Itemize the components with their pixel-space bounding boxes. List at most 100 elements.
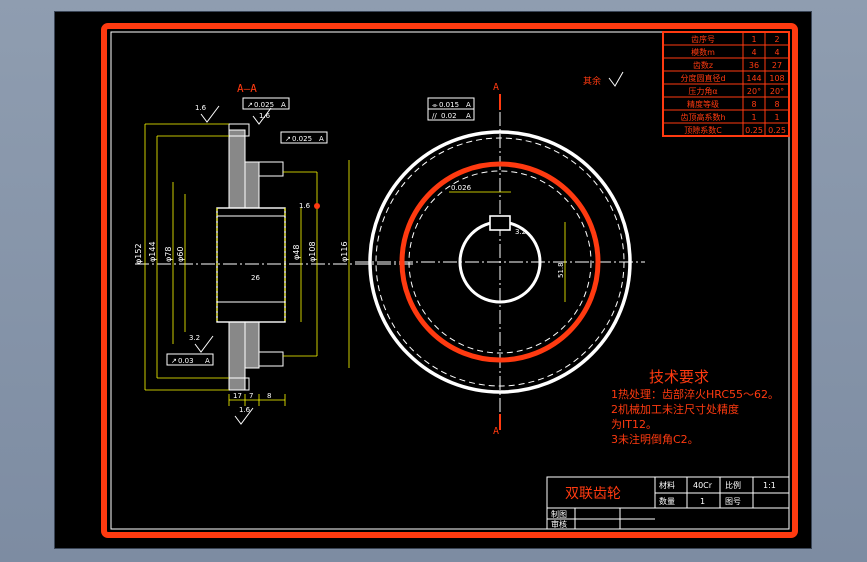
drawn-by-label: 制图: [551, 509, 567, 519]
gear-table-value-1: 0.25: [745, 126, 763, 135]
tech-req-title: 技术要求: [649, 368, 709, 386]
svg-text:0.015: 0.015: [439, 101, 459, 109]
gear1-upper-tooth: [228, 123, 250, 137]
gear-table-param: 齿序号: [691, 34, 715, 44]
left-dimensions: [144, 123, 229, 391]
svg-text:↗: ↗: [285, 135, 291, 143]
tol-symmetry: 0.026: [451, 184, 472, 192]
material-label: 材料: [659, 480, 675, 490]
gear-table-param: 顶隙系数C: [684, 125, 722, 135]
bore-outline: [216, 207, 286, 323]
section-view-a-a: A–A: [134, 82, 415, 425]
quantity-value: 1: [700, 497, 705, 506]
gear-table-value-2: 1: [774, 113, 779, 122]
roughness-mark-1: 1.6: [195, 104, 220, 123]
tech-req-item-1: 1热处理：齿部淬火HRC55～62。: [611, 387, 779, 401]
svg-text:A: A: [281, 101, 286, 109]
keyway: [489, 215, 511, 231]
dim-od2: φ116: [340, 241, 349, 262]
gear-table-value-2: 4: [774, 48, 779, 57]
gear-table-value-1: 4: [751, 48, 756, 57]
gear-table-value-1: 8: [751, 100, 756, 109]
gear-table-value-2: 27: [772, 61, 782, 70]
right-dimensions: [283, 160, 350, 368]
svg-text:3.2: 3.2: [189, 334, 200, 342]
gear-table-param: 齿顶高系数h: [680, 112, 725, 122]
svg-text:0.03: 0.03: [178, 357, 194, 365]
gear-table-param: 齿数z: [693, 60, 713, 70]
bottom-dimensions: [228, 394, 286, 406]
gear-table-value-1: 36: [749, 61, 759, 70]
dim-keyway: 51.8: [557, 262, 565, 278]
svg-text:⌯: ⌯: [432, 101, 438, 109]
gear-table-value-1: 144: [746, 74, 761, 83]
dim-b3: 8: [267, 392, 271, 400]
svg-text:0.025: 0.025: [254, 101, 274, 109]
gear-table-param: 精度等级: [687, 99, 719, 109]
title-block: 双联齿轮 材料 40Cr 比例 1:1 数量 1 图号 制图 审核: [546, 476, 790, 530]
gear1-upper-section: [228, 129, 246, 209]
dim-b4: 26: [251, 274, 260, 282]
roughness-mark-3: 1.6: [299, 202, 320, 210]
gear-table-param: 压力角α: [688, 86, 717, 96]
svg-text:↗: ↗: [247, 101, 253, 109]
svg-text:其余: 其余: [583, 75, 601, 87]
dim-bore: φ48: [292, 245, 301, 260]
gear1-lower-section: [228, 321, 246, 391]
dim-d3: φ60: [176, 247, 185, 262]
quantity-label: 数量: [659, 496, 675, 506]
tol-frame-5: // 0.02 A: [427, 108, 475, 121]
inner-frame: [110, 31, 790, 530]
svg-text:A: A: [319, 135, 324, 143]
svg-text:A: A: [205, 357, 210, 365]
tol-frame-3: ↗ 0.03 A: [166, 353, 214, 366]
rough-keyway: 3.2: [515, 228, 526, 236]
gear-table-value-1: 1: [751, 35, 756, 44]
svg-text:0.02: 0.02: [441, 112, 457, 120]
svg-text:↗: ↗: [171, 357, 177, 365]
roughness-mark-4: 1.6: [234, 406, 254, 425]
svg-text:0.025: 0.025: [292, 135, 312, 143]
svg-text://: //: [432, 112, 437, 120]
root-circle-gear2: [408, 170, 592, 354]
gear-table-param: 模数m: [691, 47, 715, 57]
tol-frame-4: ⌯ 0.015 A: [427, 97, 475, 110]
cut-mark-bottom: A: [493, 426, 499, 437]
material-value: 40Cr: [693, 481, 713, 490]
svg-text:1.6: 1.6: [239, 406, 251, 414]
scale-value: 1:1: [763, 481, 776, 490]
tol-frame-1: ↗ 0.025 A: [242, 97, 290, 110]
gear-table-value-1: 20°: [747, 87, 761, 96]
drawing-no-label: 图号: [725, 497, 741, 506]
dim-b2: 7: [249, 392, 253, 400]
svg-text:1.6: 1.6: [195, 104, 207, 112]
dim-b1: 17: [233, 392, 242, 400]
gear2-upper-tooth: [258, 161, 284, 177]
dim-d2: φ78: [164, 247, 173, 262]
tech-req-item-3: 为IT12。: [611, 418, 657, 431]
section-label: A–A: [237, 82, 257, 95]
gear-table-param: 分度圆直径d: [680, 73, 725, 83]
tol-frame-2: ↗ 0.025 A: [280, 131, 328, 144]
svg-text:A: A: [466, 101, 471, 109]
roughness-other: 其余: [583, 71, 624, 87]
root-circle-gear1: [375, 137, 625, 387]
tech-req-item-4: 3未注明倒角C2。: [611, 432, 699, 446]
dim-od1: φ152: [134, 243, 143, 264]
gear-table-value-2: 108: [769, 74, 784, 83]
dim-d4: φ108: [308, 241, 317, 262]
gear-table-value-2: 2: [774, 35, 779, 44]
gear2-lower-tooth: [258, 351, 284, 367]
svg-text:A: A: [466, 112, 471, 120]
roughness-mark-2: 1.6: [252, 107, 272, 125]
checked-by-label: 审核: [551, 519, 567, 529]
gear-table-value-1: 1: [751, 113, 756, 122]
tip-circle-gear1: [368, 130, 632, 394]
roughness-mark-5: 3.2: [189, 334, 214, 353]
gear1-lower-tooth: [228, 377, 250, 391]
gear2-upper-section: [244, 161, 260, 209]
outer-frame: [101, 23, 798, 538]
